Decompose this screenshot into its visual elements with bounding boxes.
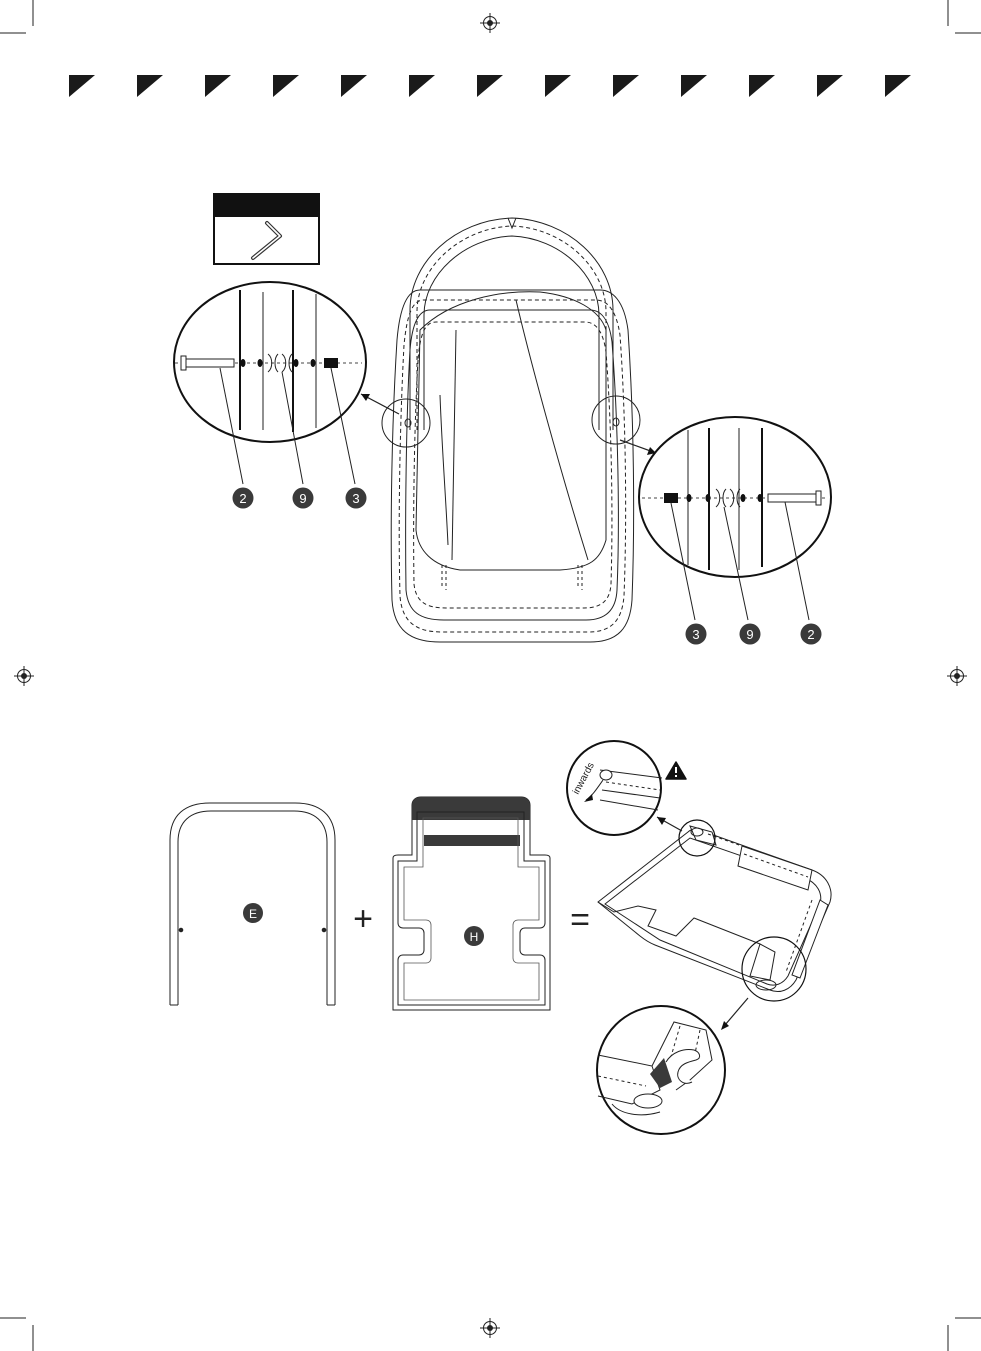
- strap-detail: [597, 998, 748, 1134]
- callout-label: 9: [746, 627, 753, 642]
- callout-label: 3: [352, 491, 359, 506]
- assembled-frame: [598, 820, 831, 1001]
- tool-box: [214, 194, 319, 264]
- plus-sign: +: [353, 900, 373, 938]
- callout-badges-right: 3 9 2: [686, 624, 822, 645]
- registration-mark-icon: [480, 1318, 500, 1338]
- frame-part-label: E: [249, 907, 257, 921]
- header-triangle-row: [69, 75, 911, 97]
- fabric-part-label: H: [470, 930, 479, 944]
- inwards-detail: inwards: [567, 741, 682, 835]
- warning-icon: [666, 762, 686, 779]
- equals-sign: =: [570, 901, 590, 939]
- callout-label: 3: [692, 627, 699, 642]
- hinge-detail-right: [620, 417, 831, 620]
- callout-badges-left: 2 9 3: [233, 488, 367, 509]
- registration-mark-icon: [480, 13, 500, 33]
- registration-mark-icon: [14, 666, 34, 686]
- callout-label: 2: [239, 491, 246, 506]
- bassinet-top-view: [382, 218, 640, 642]
- fabric-part-h: [393, 797, 550, 1010]
- registration-mark-icon: [947, 666, 967, 686]
- callout-label: 9: [299, 491, 306, 506]
- hinge-detail-left: [174, 282, 399, 484]
- callout-label: 2: [807, 627, 814, 642]
